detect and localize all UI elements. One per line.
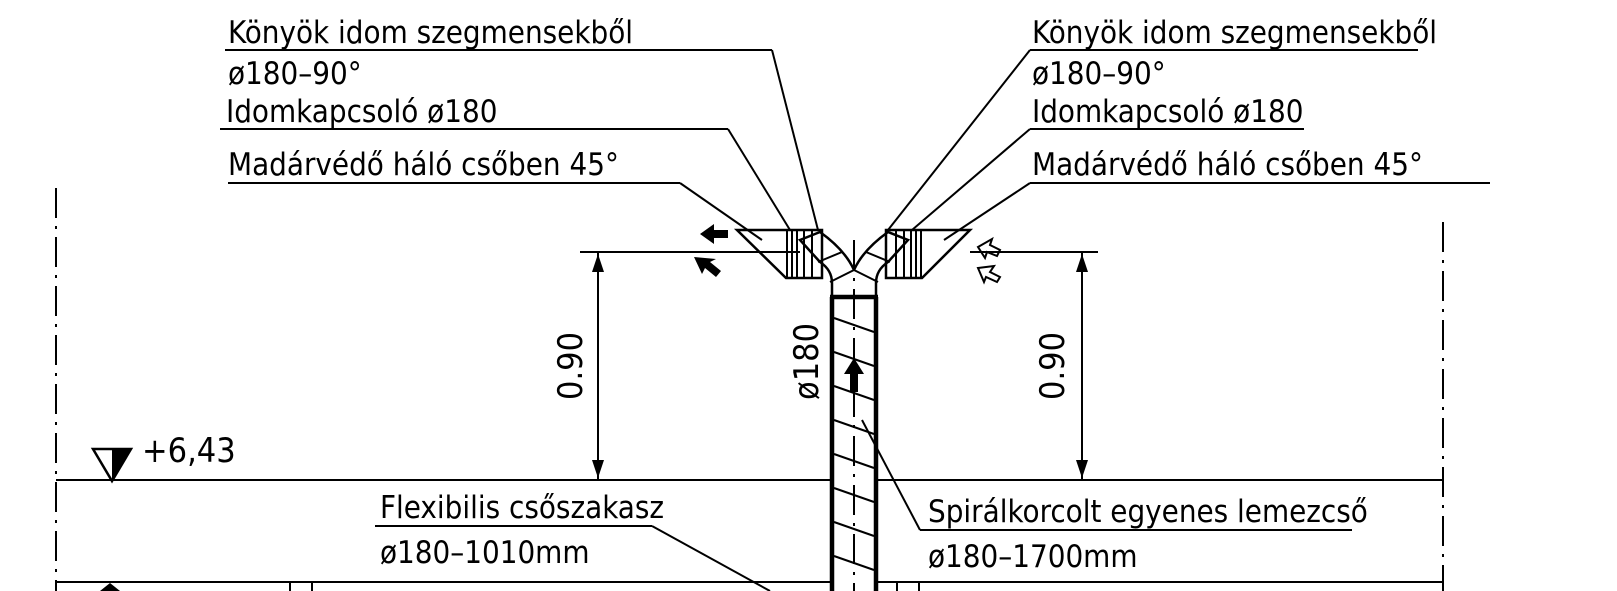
leader-line — [727, 128, 791, 231]
right-elbow-body — [852, 230, 911, 297]
spiral-title: Spirálkorcolt egyenes lemezcső — [928, 494, 1368, 530]
callouts-right: Könyök idom szegmensekből ø180–90° Idomk… — [861, 15, 1490, 575]
level-marker: +6,43 — [90, 431, 236, 591]
leader-line — [911, 128, 1031, 231]
pipe-diameter-label: ø180 — [787, 323, 827, 400]
dim-arrow-icon — [592, 254, 604, 272]
height-left-label: 0.90 — [551, 332, 591, 400]
callouts-left: Könyök idom szegmensekből ø180–90° Idomk… — [220, 15, 819, 591]
leader-line — [887, 49, 1031, 231]
dim-arrow-icon — [1076, 254, 1088, 272]
segment-seam — [853, 269, 879, 283]
flex-title: Flexibilis csőszakasz — [380, 490, 664, 526]
right-outlet — [884, 228, 974, 280]
left-outlet — [733, 228, 824, 280]
left-elbow-body — [797, 230, 856, 297]
elbow-right-size: ø180–90° — [1032, 56, 1166, 92]
dim-left: 0.90 — [551, 251, 800, 480]
leader-line — [651, 525, 771, 591]
hatch — [833, 317, 875, 333]
dim-arrow-icon — [1076, 460, 1088, 478]
leader-line — [943, 182, 1031, 241]
height-right-label: 0.90 — [1033, 332, 1073, 400]
segment-seam — [829, 269, 855, 283]
lower-level-triangle-icon — [100, 583, 120, 591]
level-triangle-fill — [112, 449, 131, 481]
diag-arrow-icon — [694, 257, 721, 277]
left-arrow-icon — [700, 224, 728, 244]
coupler-right-label: Idomkapcsoló ø180 — [1032, 94, 1303, 130]
inflow-arrow-icon — [976, 236, 1002, 261]
elbow-left-label: Könyök idom szegmensekből — [228, 15, 633, 51]
elbow-assembly — [733, 228, 974, 297]
elbow-right-label: Könyök idom szegmensekből — [1032, 15, 1437, 51]
hatch — [833, 521, 875, 537]
leader-line — [861, 419, 921, 531]
coupler-left-label: Idomkapcsoló ø180 — [226, 94, 497, 130]
level-value: +6,43 — [142, 431, 236, 471]
dim-right: 0.90 — [970, 251, 1098, 480]
spiral-size: ø180–1700mm — [928, 539, 1138, 575]
riser-pipe — [829, 240, 879, 591]
dim-arrow-icon — [592, 460, 604, 478]
inflow-arrow-icon — [976, 264, 1002, 285]
birdnet-right-label: Madárvédő háló csőben 45° — [1032, 147, 1423, 183]
leader-line — [771, 49, 819, 231]
leader-line — [679, 182, 763, 241]
flex-size: ø180–1010mm — [380, 535, 590, 571]
flow-up-arrow-icon — [844, 358, 864, 392]
elbow-left-size: ø180–90° — [228, 56, 362, 92]
birdnet-left-label: Madárvédő háló csőben 45° — [228, 147, 619, 183]
